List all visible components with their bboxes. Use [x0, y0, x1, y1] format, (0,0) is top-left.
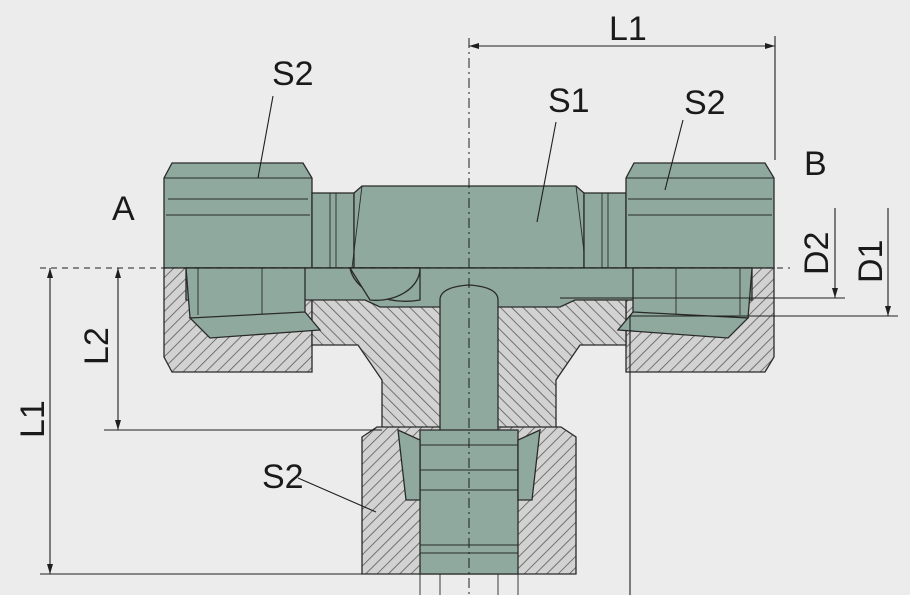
left-nut-outline: [163, 162, 313, 269]
fitting-section: [163, 267, 775, 595]
left-collar: [311, 192, 355, 269]
right-collar: [583, 192, 627, 269]
label-l1-left: L1: [14, 400, 52, 438]
right-tube-insert: [632, 267, 753, 319]
leader-lines: [257, 95, 684, 513]
label-port-b: B: [804, 145, 827, 183]
left-ferrule: [188, 311, 322, 339]
dimension-lines: [40, 36, 898, 595]
bottom-ferrule-left: [397, 428, 421, 501]
right-nut-outline: [625, 162, 775, 269]
label-l1-top: L1: [609, 10, 647, 48]
label-d1: D1: [852, 240, 890, 283]
label-s2-bottom: S2: [262, 458, 304, 496]
center-lines: [40, 38, 790, 595]
label-s2-left: S2: [272, 55, 314, 93]
left-tube-insert: [185, 267, 306, 319]
bottom-ferrule-right: [517, 428, 541, 501]
left-seat-ball: [348, 267, 421, 301]
label-port-a: A: [112, 190, 135, 228]
fitting-upper-view: [163, 162, 775, 269]
label-d2: D2: [798, 232, 836, 275]
label-l2: L2: [78, 327, 116, 365]
label-s2-right: S2: [684, 84, 726, 122]
label-s1: S1: [548, 82, 590, 120]
